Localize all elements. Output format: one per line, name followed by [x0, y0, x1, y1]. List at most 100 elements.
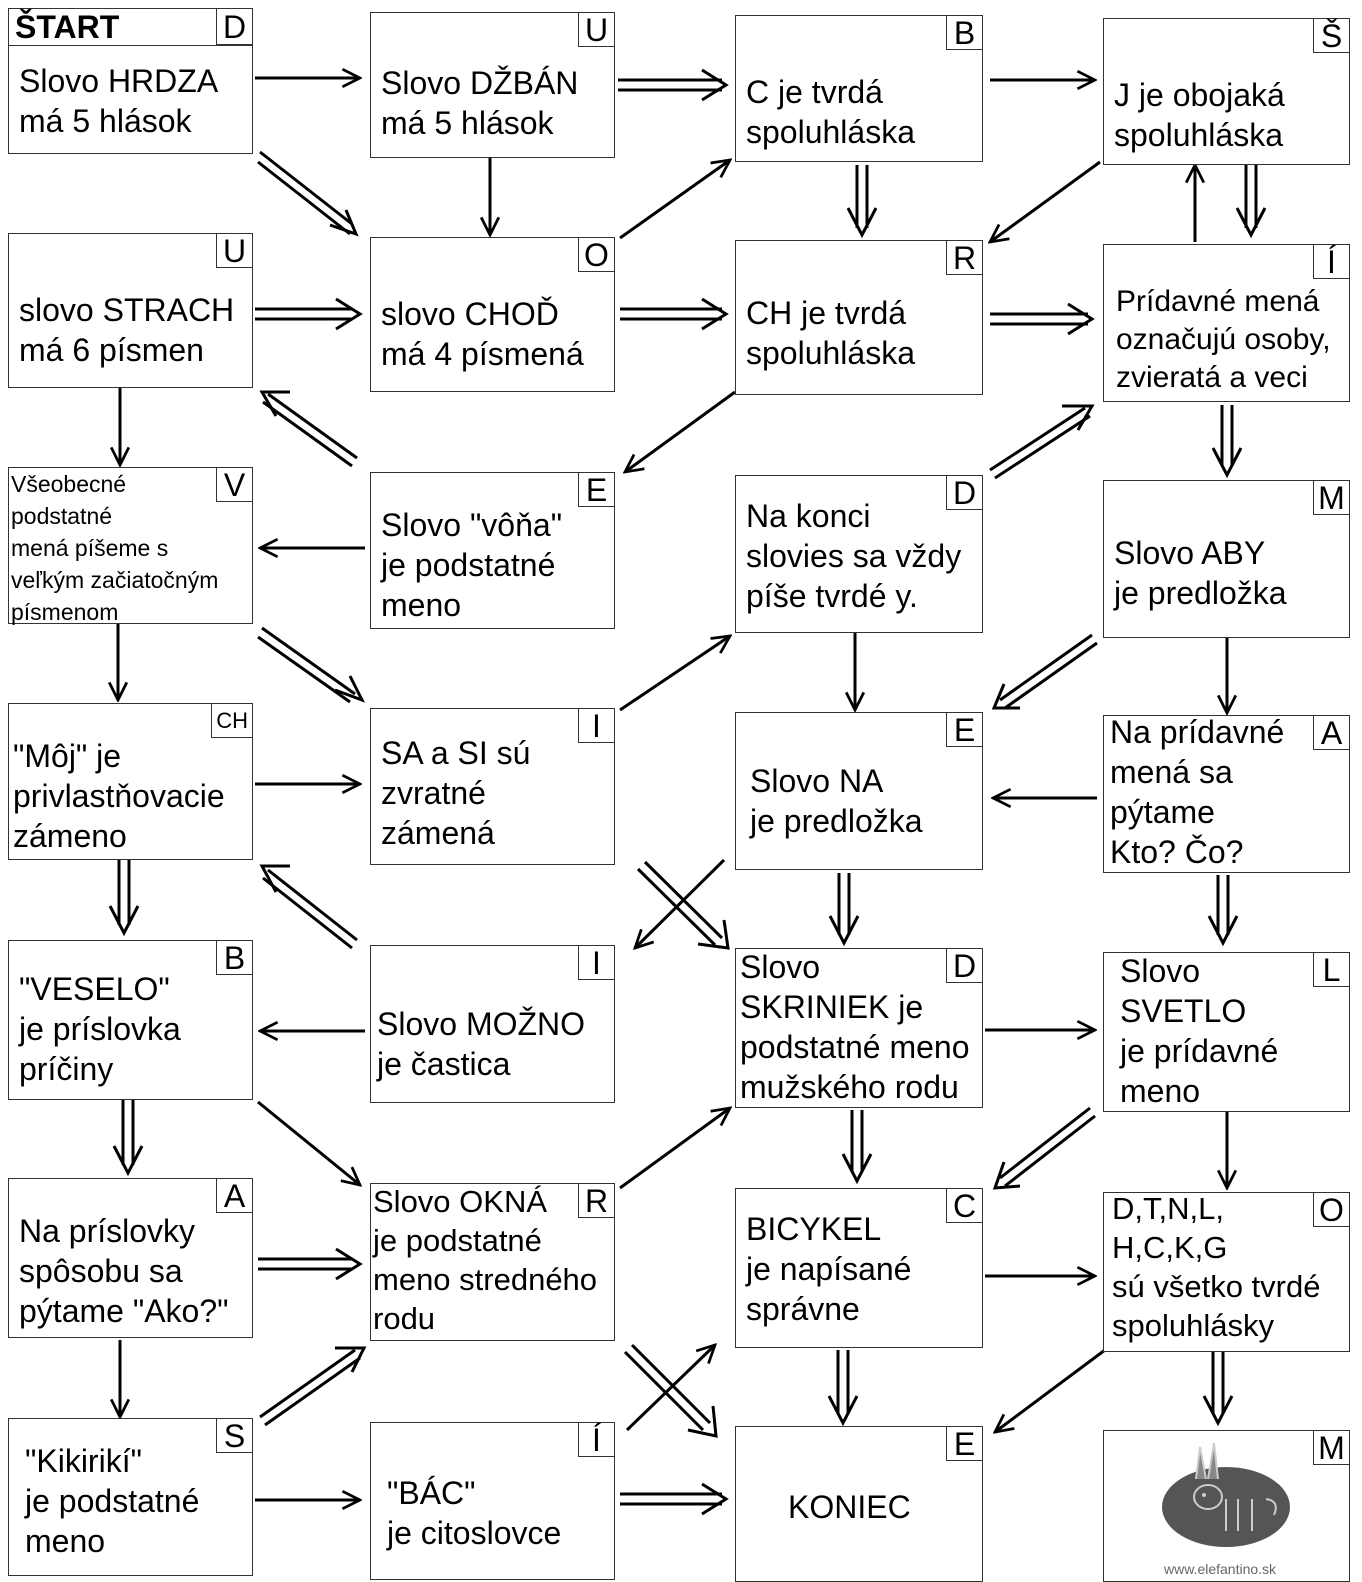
card-letter: E — [946, 713, 982, 747]
card-text: Slovo OKNÁ je podstatné meno stredného r… — [373, 1184, 598, 1336]
card-letter: M — [1313, 481, 1349, 515]
double-arrow — [1207, 875, 1239, 947]
card-text: Prídavné mená označujú osoby, zvieratá a… — [1116, 285, 1331, 394]
card-letter: Í — [578, 1423, 614, 1457]
card-bicykel: C BICYKEL je napísané správne — [735, 1188, 983, 1348]
arrow — [995, 1348, 1106, 1432]
arrow — [619, 636, 730, 712]
card-text: J je obojaká spoluhláska — [1114, 77, 1285, 153]
card-pridavne-oznacuju: Í Prídavné mená označujú osoby, zvieratá… — [1103, 244, 1350, 402]
card-na-konci-slovies: D Na konci slovies sa vždy píše tvrdé y. — [735, 475, 983, 633]
card-j-obojaka: Š J je obojaká spoluhláska — [1103, 18, 1350, 165]
double-arrow — [257, 150, 359, 237]
card-okna: R Slovo OKNÁ je podstatné meno stredného… — [370, 1183, 615, 1341]
double-arrow — [846, 165, 878, 239]
card-letter: I — [578, 946, 614, 980]
card-text: Slovo HRDZA má 5 hlások — [19, 63, 219, 139]
card-tvrde-spoluhlasky: O D,T,N,L, H,C,K,G sú všetko tvrdé spolu… — [1103, 1191, 1350, 1352]
logo-caption: www.elefantino.sk — [1164, 1561, 1277, 1577]
double-arrow — [255, 297, 363, 331]
card-text: slovo CHOĎ má 4 písmená — [381, 296, 584, 372]
card-text: "VESELO" je príslovka príčiny — [19, 971, 181, 1087]
card-text: Na prídavné mená sa pýtame Kto? Čo? — [1110, 714, 1285, 870]
double-arrow — [841, 1110, 873, 1185]
card-letter: I — [578, 709, 614, 743]
card-vona: E Slovo "vôňa" je podstatné meno — [370, 472, 615, 629]
card-kikiriki: S "Kikirikí" je podstatné meno — [8, 1418, 253, 1576]
card-letter: A — [1313, 716, 1349, 750]
card-text: Slovo SVETLO je prídavné meno — [1120, 953, 1279, 1109]
card-letter: D — [216, 9, 252, 45]
card-svetlo: L Slovo SVETLO je prídavné meno — [1103, 952, 1350, 1112]
double-arrow — [992, 1106, 1096, 1190]
arrow — [619, 160, 730, 240]
start-label: ŠTART — [15, 9, 120, 45]
card-text: Slovo MOŽNO je častica — [377, 1006, 586, 1082]
card-letter: U — [578, 13, 614, 47]
card-text: slovo STRACH má 6 písmen — [19, 292, 235, 368]
card-letter: L — [1313, 953, 1349, 987]
card-letter: O — [578, 238, 614, 272]
card-ch-tvrda: R CH je tvrdá spoluhláska — [735, 240, 983, 395]
double-arrow — [620, 297, 729, 331]
card-letter: S — [216, 1419, 252, 1453]
arrow — [625, 1345, 715, 1432]
double-arrow — [828, 873, 860, 947]
card-bac: Í "BÁC" je citoslovce — [370, 1422, 615, 1580]
double-arrow — [827, 1350, 859, 1427]
card-letter: E — [946, 1427, 982, 1461]
card-text: Na konci slovies sa vždy píše tvrdé y. — [746, 498, 962, 614]
card-skriniek: D Slovo SKRINIEK je podstatné meno mužsk… — [735, 948, 983, 1108]
double-arrow — [258, 1247, 363, 1281]
double-arrow — [636, 860, 730, 950]
card-dzban: U Slovo DŽBÁN má 5 hlások — [370, 12, 615, 158]
card-letter: C — [946, 1189, 982, 1223]
card-text: Všeobecné podstatné mená píšeme s veľkým… — [11, 471, 219, 625]
arrow — [635, 858, 726, 948]
double-arrow — [259, 390, 358, 468]
card-text: "Môj" je privlastňovacie zámeno — [13, 738, 225, 854]
card-letter: A — [216, 1179, 252, 1213]
card-text: Na príslovky spôsobu sa pýtame "Ako?" — [19, 1213, 229, 1329]
double-arrow — [990, 302, 1095, 336]
arrow — [257, 1100, 360, 1185]
card-letter: E — [578, 473, 614, 507]
card-text: Slovo "vôňa" je podstatné meno — [381, 507, 563, 623]
elephant-logo-icon — [1162, 1442, 1290, 1547]
card-text: KONIEC — [788, 1489, 911, 1525]
card-na-predlozka: E Slovo NA je predložka — [735, 712, 983, 870]
card-letter: B — [216, 941, 252, 975]
card-letter: V — [216, 468, 252, 502]
start-header: ŠTART — [9, 9, 252, 46]
card-chod: O slovo CHOĎ má 4 písmená — [370, 237, 615, 392]
double-arrow — [112, 1100, 144, 1177]
card-veselo: B "VESELO" je príslovka príčiny — [8, 940, 253, 1100]
card-mozno: I Slovo MOŽNO je častica — [370, 945, 615, 1103]
card-moj: CH "Môj" je privlastňovacie zámeno — [8, 703, 253, 860]
card-start: ŠTART D Slovo HRDZA má 5 hlások — [8, 8, 253, 154]
double-arrow — [991, 633, 1098, 710]
card-text: BICYKEL je napísané správne — [746, 1211, 912, 1327]
double-arrow — [259, 1346, 367, 1427]
arrow — [990, 160, 1101, 242]
card-na-prislovky: A Na príslovky spôsobu sa pýtame "Ako?" — [8, 1178, 253, 1338]
double-arrow — [618, 68, 729, 102]
double-arrow — [259, 864, 358, 950]
double-arrow — [108, 860, 140, 937]
card-vseobecne: V Všeobecné podstatné mená píšeme s veľk… — [8, 467, 253, 625]
card-text: Slovo DŽBÁN má 5 hlások — [381, 65, 579, 141]
card-letter: R — [578, 1184, 614, 1218]
arrow — [625, 390, 736, 472]
double-arrow — [623, 1343, 718, 1438]
card-letter: U — [216, 234, 252, 268]
card-text: "BÁC" je citoslovce — [387, 1475, 562, 1551]
card-c-tvrda: B C je tvrdá spoluhláska — [735, 15, 983, 162]
card-text: Slovo NA je predložka — [750, 763, 923, 839]
card-text: "Kikirikí" je podstatné meno — [25, 1443, 200, 1559]
card-letter: O — [1313, 1193, 1349, 1227]
card-letter: CH — [211, 704, 252, 738]
double-arrow — [1235, 165, 1267, 239]
double-arrow — [1202, 1350, 1234, 1427]
card-letter: B — [946, 16, 982, 50]
